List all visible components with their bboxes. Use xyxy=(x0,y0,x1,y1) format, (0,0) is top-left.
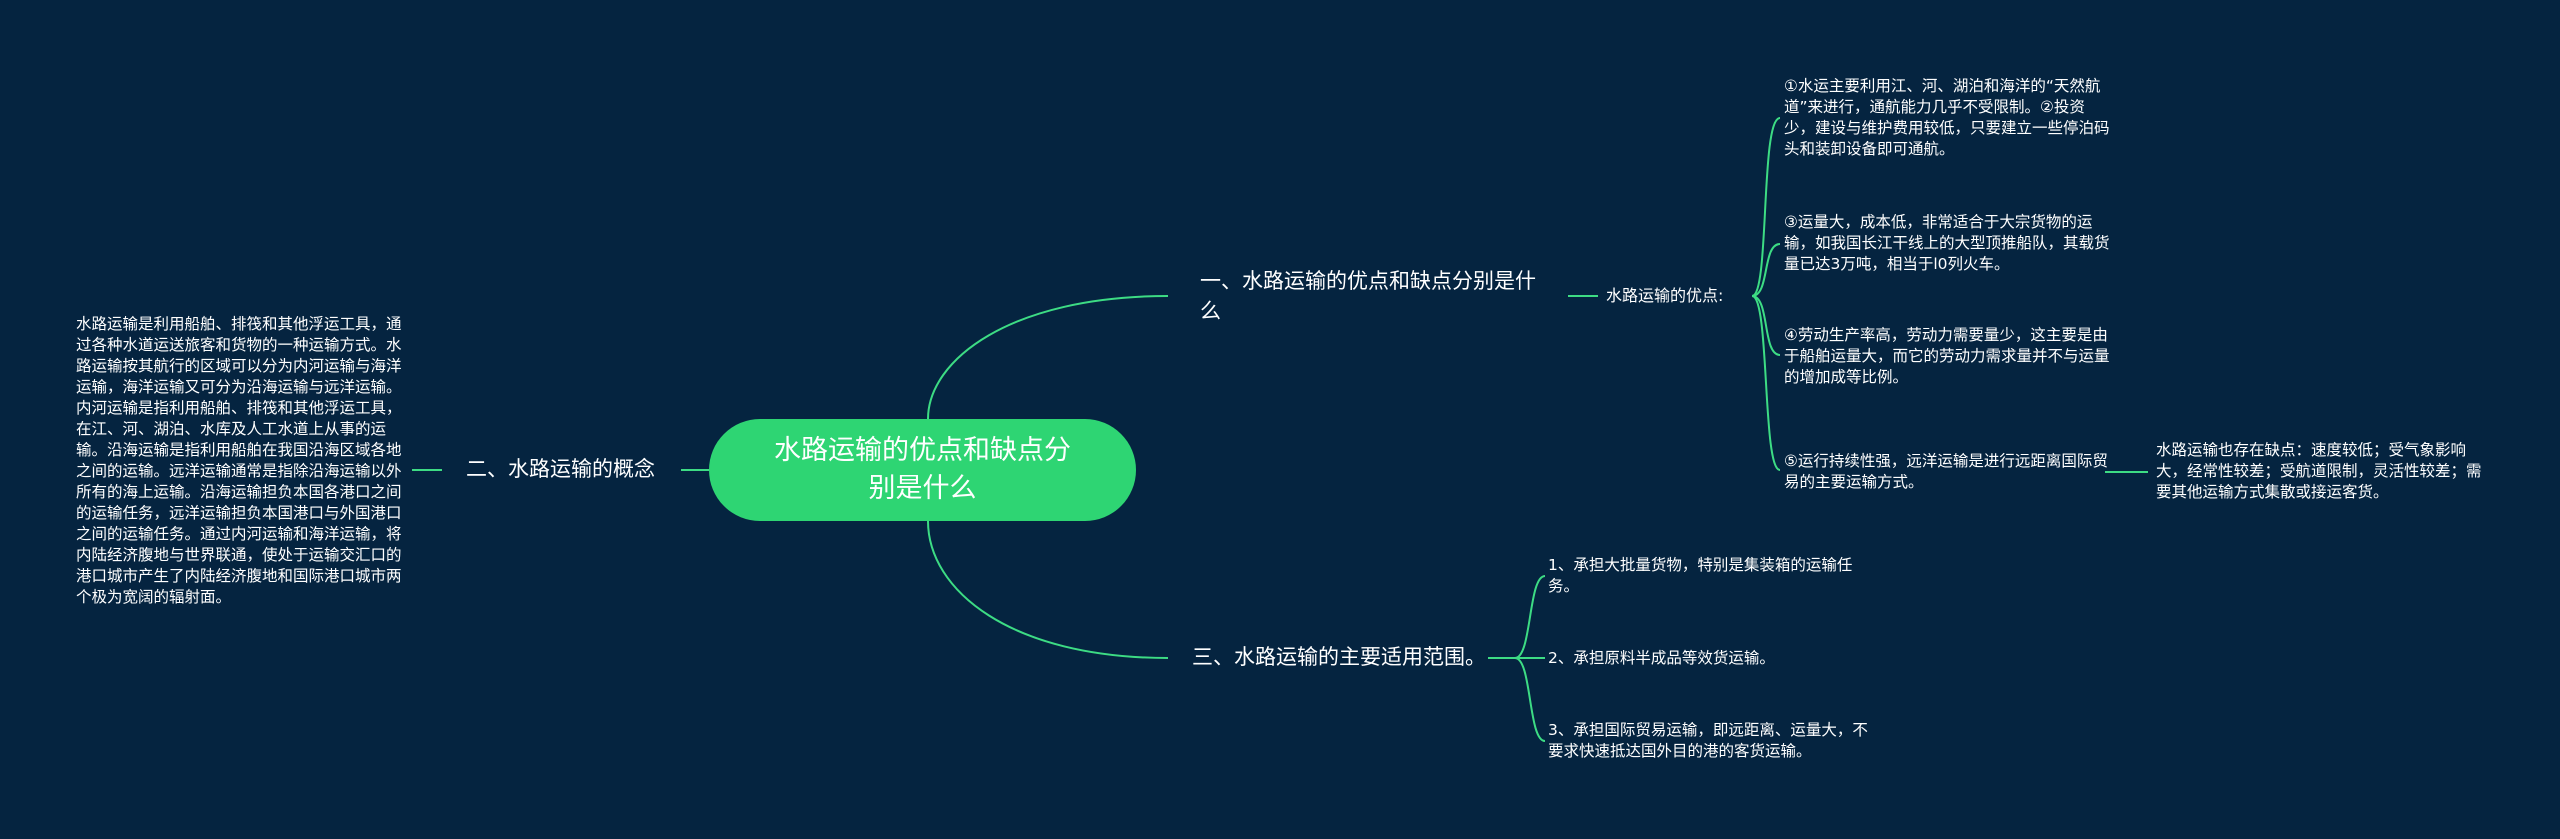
scope-item-3-text: 3、承担国际贸易运输，即远距离、运量大，不要求快速抵达国外目的港的客货运输。 xyxy=(1548,721,1868,760)
link-sub-to-adv4 xyxy=(1751,295,1781,471)
disadvantage-item-text: 水路运输也存在缺点：速度较低；受气象影响大，经常性较差；受航道限制，灵活性较差；… xyxy=(2156,441,2482,501)
disadvantage-item[interactable]: 水路运输也存在缺点：速度较低；受气象影响大，经常性较差；受航道限制，灵活性较差；… xyxy=(2156,440,2488,503)
link-sub-to-adv1 xyxy=(1751,117,1781,297)
advantage-item-4-text: ⑤运行持续性强，远洋运输是进行远距离国际贸易的主要运输方式。 xyxy=(1784,452,2108,491)
advantage-item-2-text: ③运量大，成本低，非常适合于大宗货物的运输，如我国长江干线上的大型顶推船队，其载… xyxy=(1784,213,2110,273)
link-sub-to-adv3 xyxy=(1751,295,1781,356)
advantage-item-1[interactable]: ①水运主要利用江、河、湖泊和海洋的“天然航道”来进行，通航能力几乎不受限制。②投… xyxy=(1784,76,2114,160)
advantage-item-2[interactable]: ③运量大，成本低，非常适合于大宗货物的运输，如我国长江干线上的大型顶推船队，其载… xyxy=(1784,212,2114,275)
advantages-subtopic-label: 水路运输的优点: xyxy=(1606,286,1724,305)
advantages-subtopic[interactable]: 水路运输的优点: xyxy=(1606,285,1756,307)
advantage-item-3[interactable]: ④劳动生产率高，劳动力需要量少，这主要是由于船舶运量大，而它的劳动力需求量并不与… xyxy=(1784,325,2114,388)
scope-item-2[interactable]: 2、承担原料半成品等效货运输。 xyxy=(1548,648,1878,669)
link-scope-to-item1 xyxy=(1514,575,1546,659)
scope-item-1[interactable]: 1、承担大批量货物，特别是集装箱的运输任务。 xyxy=(1548,555,1878,597)
branch-advantages-label: 一、水路运输的优点和缺点分别是什么 xyxy=(1200,269,1536,323)
scope-item-2-text: 2、承担原料半成品等效货运输。 xyxy=(1548,649,1775,667)
link-scope-to-item3 xyxy=(1514,657,1546,742)
scope-item-1-text: 1、承担大批量货物，特别是集装箱的运输任务。 xyxy=(1548,556,1853,595)
root-topic[interactable]: 水路运输的优点和缺点分别是什么 xyxy=(709,419,1136,521)
advantage-item-1-text: ①水运主要利用江、河、湖泊和海洋的“天然航道”来进行，通航能力几乎不受限制。②投… xyxy=(1784,77,2110,158)
branch-concept[interactable]: 二、水路运输的概念 xyxy=(466,454,686,484)
branch-advantages[interactable]: 一、水路运输的优点和缺点分别是什么 xyxy=(1200,266,1540,326)
link-root-to-advantages xyxy=(927,295,1169,420)
scope-item-3[interactable]: 3、承担国际贸易运输，即远距离、运量大，不要求快速抵达国外目的港的客货运输。 xyxy=(1548,720,1878,762)
concept-text[interactable]: 水路运输是利用船舶、排筏和其他浮运工具，通过各种水道运送旅客和货物的一种运输方式… xyxy=(76,314,409,608)
branch-concept-label: 二、水路运输的概念 xyxy=(466,457,655,481)
branch-scope[interactable]: 三、水路运输的主要适用范围。 xyxy=(1192,642,1492,672)
branch-scope-label: 三、水路运输的主要适用范围。 xyxy=(1192,645,1486,669)
root-topic-label: 水路运输的优点和缺点分别是什么 xyxy=(774,435,1071,504)
link-root-to-scope xyxy=(927,520,1169,659)
advantage-item-3-text: ④劳动生产率高，劳动力需要量少，这主要是由于船舶运量大，而它的劳动力需求量并不与… xyxy=(1784,326,2110,386)
concept-text-body: 水路运输是利用船舶、排筏和其他浮运工具，通过各种水道运送旅客和货物的一种运输方式… xyxy=(76,315,402,606)
link-sub-to-adv2 xyxy=(1751,243,1781,297)
advantage-item-4[interactable]: ⑤运行持续性强，远洋运输是进行远距离国际贸易的主要运输方式。 xyxy=(1784,451,2114,493)
